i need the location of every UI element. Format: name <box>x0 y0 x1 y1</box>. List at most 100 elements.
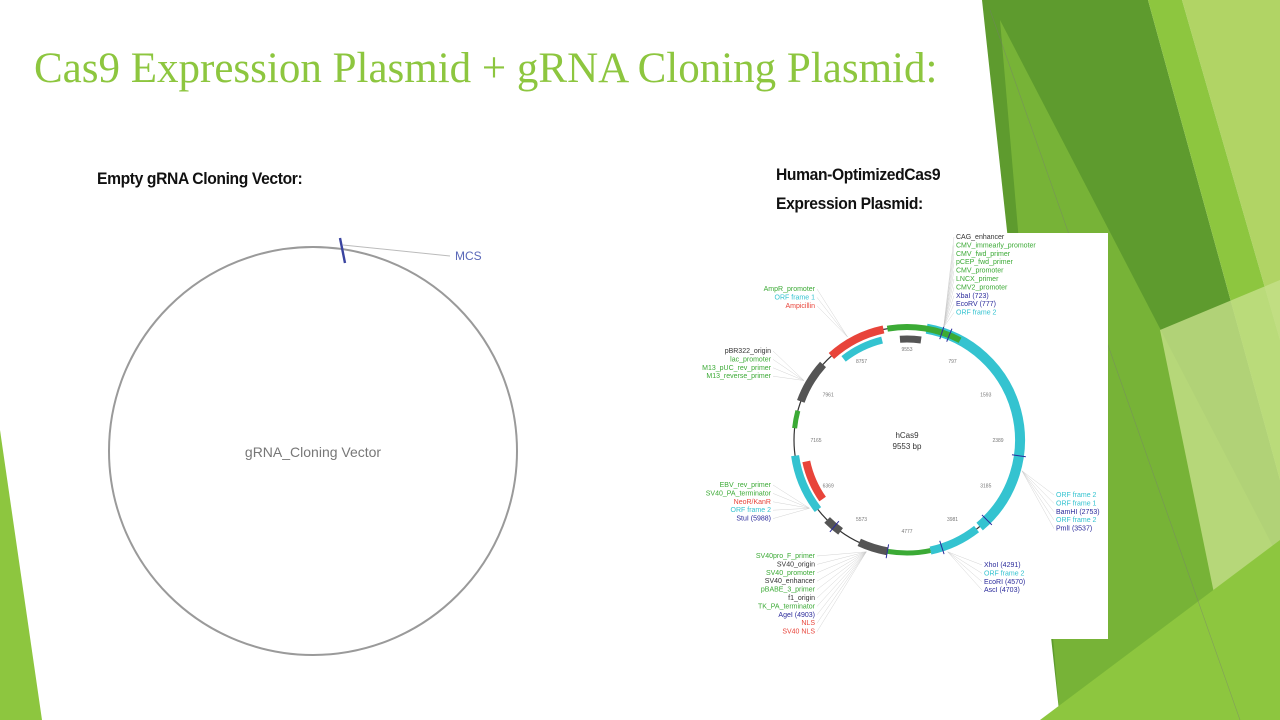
f1-origin-arc <box>857 538 889 556</box>
restriction-site-tick <box>946 328 953 342</box>
label-leader-line <box>943 270 955 327</box>
mcs-site-mark <box>338 237 347 264</box>
position-tick-label: 7165 <box>810 438 821 444</box>
label-leader-line <box>816 551 867 557</box>
restriction-site-tick <box>829 520 840 533</box>
label-leader-line <box>816 305 848 338</box>
label-leader-line <box>1021 470 1055 504</box>
feature-label: AscI (4703) <box>984 587 1020 594</box>
label-leader-line <box>772 501 810 509</box>
feature-label: XhoI (4291) <box>984 562 1021 569</box>
feature-label: Ampicillin <box>785 303 815 310</box>
feature-label: CMV_fwd_primer <box>956 251 1011 258</box>
position-tick-label: 1593 <box>980 393 991 399</box>
feature-label: SV40_PA_terminator <box>706 490 772 497</box>
empty-vector-caption: Empty gRNA Cloning Vector: <box>97 169 303 188</box>
label-leader-line <box>1021 470 1055 496</box>
deco-shape-bottom-right <box>1040 540 1280 720</box>
empty-vector-circle <box>108 246 518 656</box>
label-leader-line <box>947 551 983 566</box>
deco-shape-left <box>0 430 42 720</box>
empty-vector-name: gRNA_Cloning Vector <box>245 444 382 460</box>
label-leader-line <box>772 376 804 381</box>
plasmid-name: hCas9 <box>895 431 919 440</box>
feature-label: StuI (5988) <box>736 516 771 523</box>
label-leader-line <box>772 508 810 519</box>
feature-label: ORF frame 2 <box>731 507 772 514</box>
label-leader-line <box>816 297 848 338</box>
label-leader-line <box>772 367 805 381</box>
label-leader-line <box>772 350 805 381</box>
feature-label: M13_reverse_primer <box>706 373 771 380</box>
feature-label: NLS <box>801 620 815 627</box>
feature-label: pBABE_3_primer <box>761 587 816 594</box>
amp-orf-arc <box>841 336 884 362</box>
label-leader-line <box>943 304 955 327</box>
feature-label: SV40_enhancer <box>765 578 816 585</box>
cas9-orf-arc <box>925 323 1025 531</box>
mcs-leader-line <box>342 244 451 257</box>
feature-label: AgeI (4903) <box>778 612 815 619</box>
position-tick-label: 4777 <box>901 529 912 535</box>
feature-label: XbaI (723) <box>956 293 989 300</box>
label-leader-line <box>943 287 955 327</box>
feature-label: CMV_immearly_promoter <box>956 242 1036 249</box>
feature-label: EcoRV (777) <box>956 301 996 308</box>
label-leader-line <box>943 312 955 327</box>
ampicillin-arc <box>828 325 885 360</box>
feature-label: TK_PA_terminator <box>758 603 816 610</box>
position-tick-label: 7961 <box>823 393 834 399</box>
label-leader-line <box>772 359 805 381</box>
label-leader-line <box>943 262 955 327</box>
label-leader-line <box>947 551 983 582</box>
cas9-caption-line1: Human-OptimizedCas9 <box>776 165 941 184</box>
label-leader-line <box>816 551 867 599</box>
feature-label: CMV_promoter <box>956 268 1004 275</box>
position-tick-label: 3981 <box>947 517 958 523</box>
label-leader-line <box>816 551 867 632</box>
feature-label: SV40pro_F_primer <box>756 553 816 560</box>
restriction-site-tick <box>981 514 993 526</box>
label-leader-line <box>816 288 848 338</box>
label-leader-line <box>816 551 867 590</box>
feature-label: ORF frame 1 <box>775 294 816 301</box>
position-tick-label: 6369 <box>823 484 834 490</box>
feature-label: M13_pUC_rev_primer <box>702 365 772 372</box>
feature-label: ORF frame 2 <box>984 570 1025 577</box>
label-leader-line <box>772 484 810 509</box>
position-tick-label: 2389 <box>992 438 1003 444</box>
label-leader-line <box>816 551 867 607</box>
restriction-site-tick <box>1011 454 1026 458</box>
restriction-site-tick <box>885 544 890 559</box>
label-leader-line <box>816 551 867 565</box>
feature-label: SV40 NLS <box>782 629 815 636</box>
orf-frame-lower-arc <box>929 525 980 555</box>
feature-label: ORF frame 2 <box>1056 492 1097 499</box>
label-leader-line <box>943 253 955 327</box>
feature-label: ORF frame 2 <box>956 310 997 317</box>
neokan-arc <box>802 460 826 502</box>
label-leader-line <box>772 508 810 511</box>
slide-title: Cas9 Expression Plasmid + gRNA Cloning P… <box>34 45 938 92</box>
feature-label: ORF frame 1 <box>1056 500 1097 507</box>
position-tick-label: 3185 <box>980 484 991 490</box>
position-tick-label: 5573 <box>856 517 867 523</box>
feature-label: EcoRI (4570) <box>984 579 1025 586</box>
feature-label: AmpR_promoter <box>764 286 816 293</box>
feature-label: EBV_rev_primer <box>720 482 772 489</box>
label-leader-line <box>816 551 867 615</box>
label-leader-line <box>1021 470 1055 521</box>
feature-label: SV40_origin <box>777 561 815 568</box>
label-leader-line <box>1021 470 1055 529</box>
position-tick-label: 8757 <box>856 359 867 365</box>
feature-label: CMV2_promoter <box>956 284 1008 291</box>
feature-label: NeoR/KanR <box>734 499 771 506</box>
label-leader-line <box>772 493 810 509</box>
label-leader-line <box>1021 470 1055 512</box>
mcs-label: MCS <box>455 249 482 263</box>
cag-enhancer-arc <box>899 335 922 344</box>
position-tick-label: 797 <box>948 359 957 365</box>
sv40-green-arc <box>886 548 932 556</box>
feature-label: SV40_promoter <box>766 570 816 577</box>
